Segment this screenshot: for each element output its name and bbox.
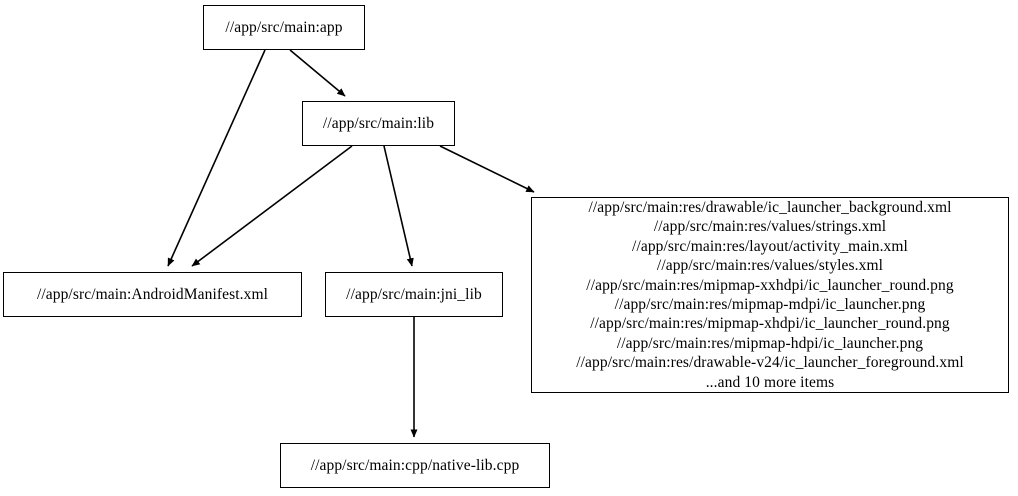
- graph-node-app[interactable]: //app/src/main:app: [203, 5, 365, 50]
- graph-node-jni-lib-label: //app/src/main:jni_lib: [346, 285, 482, 303]
- edge-lib-to-manifest: [191, 145, 353, 267]
- graph-node-app-label: //app/src/main:app: [225, 18, 343, 36]
- edge-app-to-lib: [289, 49, 346, 97]
- graph-node-android-manifest[interactable]: //app/src/main:AndroidManifest.xml: [3, 272, 302, 317]
- graph-node-lib[interactable]: //app/src/main:lib: [302, 101, 455, 146]
- graph-node-jni-lib[interactable]: //app/src/main:jni_lib: [325, 272, 503, 317]
- graph-node-res-group[interactable]: //app/src/main:res/drawable/ic_launcher_…: [531, 197, 1009, 393]
- edge-lib-to-res-group: [439, 145, 535, 193]
- graph-node-res-group-label: //app/src/main:res/drawable/ic_launcher_…: [576, 198, 964, 391]
- graph-node-native-lib-label: //app/src/main:cpp/native-lib.cpp: [310, 456, 520, 474]
- graph-node-lib-label: //app/src/main:lib: [322, 114, 435, 132]
- edge-app-to-manifest: [167, 49, 266, 267]
- graph-node-native-lib[interactable]: //app/src/main:cpp/native-lib.cpp: [280, 443, 550, 488]
- edge-lib-to-jni-lib: [383, 145, 414, 267]
- graph-node-android-manifest-label: //app/src/main:AndroidManifest.xml: [36, 285, 269, 303]
